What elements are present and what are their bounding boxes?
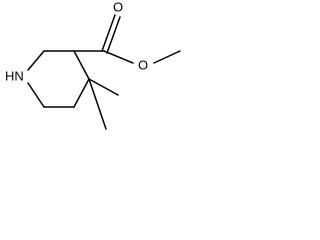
bond-n-c2 — [27, 50, 45, 71]
ester-oxygen-label: O — [138, 57, 148, 72]
double-bond-carbonyl-line-1 — [101, 14, 116, 52]
bond-c3-c4 — [73, 50, 90, 80]
double-bond-carbonyl-line-2 — [106, 16, 121, 54]
carbonyl-oxygen-label: O — [113, 0, 123, 14]
bond-c6-n — [27, 82, 45, 108]
chemical-structure-diagram: HN O O — [5, 0, 181, 130]
bond-carbonyl-carbon-ester-oxygen — [103, 50, 134, 64]
bond-c4-methyl-right — [88, 78, 119, 96]
bond-c4-c5 — [73, 78, 90, 108]
nitrogen-label: HN — [5, 68, 24, 83]
bond-c4-methyl-down — [88, 78, 107, 130]
bond-ester-oxygen-methyl — [153, 50, 181, 64]
